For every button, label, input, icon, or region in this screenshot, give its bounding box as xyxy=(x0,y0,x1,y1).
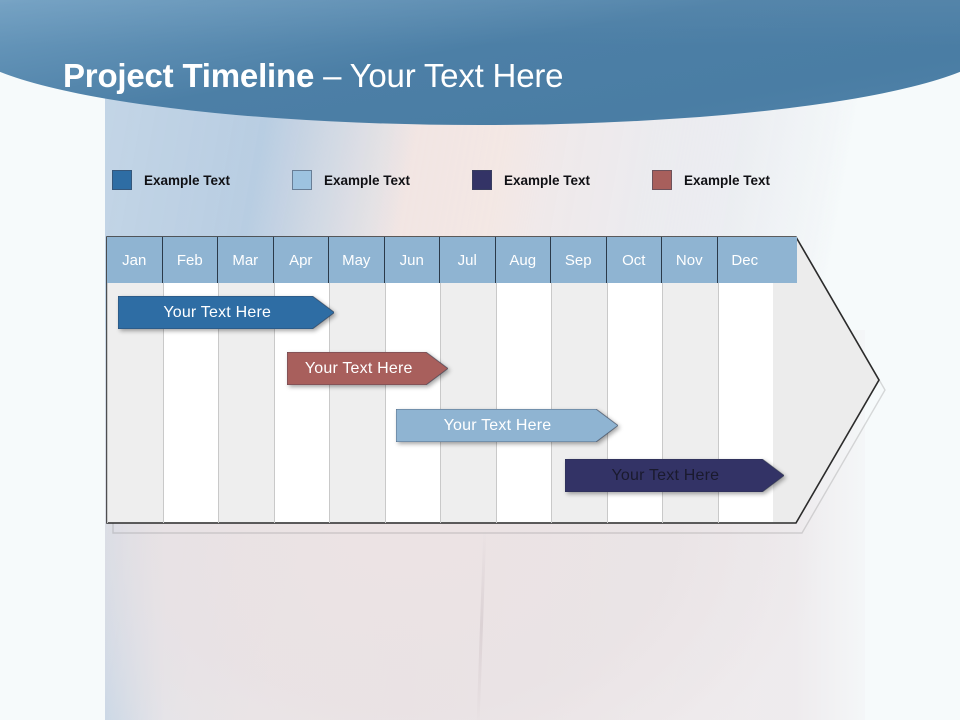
month-header-oct[interactable]: Oct xyxy=(606,237,662,283)
timeline-gridline xyxy=(329,283,330,523)
legend-label: Example Text xyxy=(504,172,591,188)
bar-arrow-shape xyxy=(287,352,449,385)
timeline-column-aug xyxy=(495,237,551,522)
bar-arrow-shape xyxy=(118,296,335,329)
month-header-apr[interactable]: Apr xyxy=(273,237,329,283)
month-header-aug[interactable]: Aug xyxy=(495,237,551,283)
month-header-jan[interactable]: Jan xyxy=(107,237,163,283)
timeline-column-mar xyxy=(218,237,274,522)
timeline-bar-4[interactable]: Your Text Here xyxy=(564,459,784,492)
timeline-gridline xyxy=(551,283,552,523)
timeline-gridline xyxy=(384,283,386,523)
legend-swatch-icon xyxy=(292,170,312,190)
month-header-feb[interactable]: Feb xyxy=(162,237,218,283)
legend-swatch-icon xyxy=(652,170,672,190)
timeline-gridline xyxy=(107,283,108,523)
page-title-regular: – Your Text Here xyxy=(314,57,564,94)
month-header-dec[interactable]: Dec xyxy=(717,237,773,283)
month-header-mar[interactable]: Mar xyxy=(218,237,274,283)
timeline-gridline xyxy=(717,283,719,523)
bar-arrow-shape xyxy=(564,459,784,492)
bar-arrow-shape xyxy=(395,409,618,442)
legend: Example Text Example Text Example Text Exam… xyxy=(112,170,812,194)
timeline-bar-3[interactable]: Your Text Here xyxy=(395,409,618,442)
legend-item-4: Example Text xyxy=(652,170,770,190)
header-banner xyxy=(0,0,960,125)
month-header-jul[interactable]: Jul xyxy=(440,237,496,283)
month-header-sep[interactable]: Sep xyxy=(551,237,607,283)
legend-swatch-icon xyxy=(472,170,492,190)
legend-label: Example Text xyxy=(144,172,231,188)
page-title-bold: Project Timeline xyxy=(63,57,315,94)
legend-label: Example Text xyxy=(324,172,411,188)
timeline-bar-label: Your Text Here xyxy=(611,466,720,484)
month-header-tail xyxy=(772,237,797,283)
timeline-bar-label: Your Text Here xyxy=(163,303,272,321)
timeline-column-jul xyxy=(440,237,496,522)
legend-item-2: Example Text xyxy=(292,170,410,190)
legend-item-1: Example Text xyxy=(112,170,230,190)
timeline-gridline xyxy=(273,283,275,523)
timeline-bar-1[interactable]: Your Text Here xyxy=(118,296,335,329)
month-header-nov[interactable]: Nov xyxy=(662,237,718,283)
timeline-gridline xyxy=(218,283,219,523)
legend-swatch-icon xyxy=(112,170,132,190)
timeline-bar-label: Your Text Here xyxy=(443,416,552,434)
timeline-gridline xyxy=(495,283,497,523)
timeline-gridline xyxy=(662,283,663,523)
legend-item-3: Example Text xyxy=(472,170,590,190)
timeline-gridline xyxy=(606,283,608,523)
timeline-gridline xyxy=(440,283,441,523)
month-header-jun[interactable]: Jun xyxy=(384,237,440,283)
month-header-may[interactable]: May xyxy=(329,237,385,283)
timeline-bar-label: Your Text Here xyxy=(304,359,413,377)
timeline-column-feb xyxy=(162,237,218,522)
legend-label: Example Text xyxy=(684,172,771,188)
timeline-bar-2[interactable]: Your Text Here xyxy=(287,352,449,385)
timeline-gridline xyxy=(162,283,164,523)
timeline-column-jan xyxy=(107,237,163,522)
page-title: Project Timeline – Your Text Here xyxy=(63,57,563,95)
